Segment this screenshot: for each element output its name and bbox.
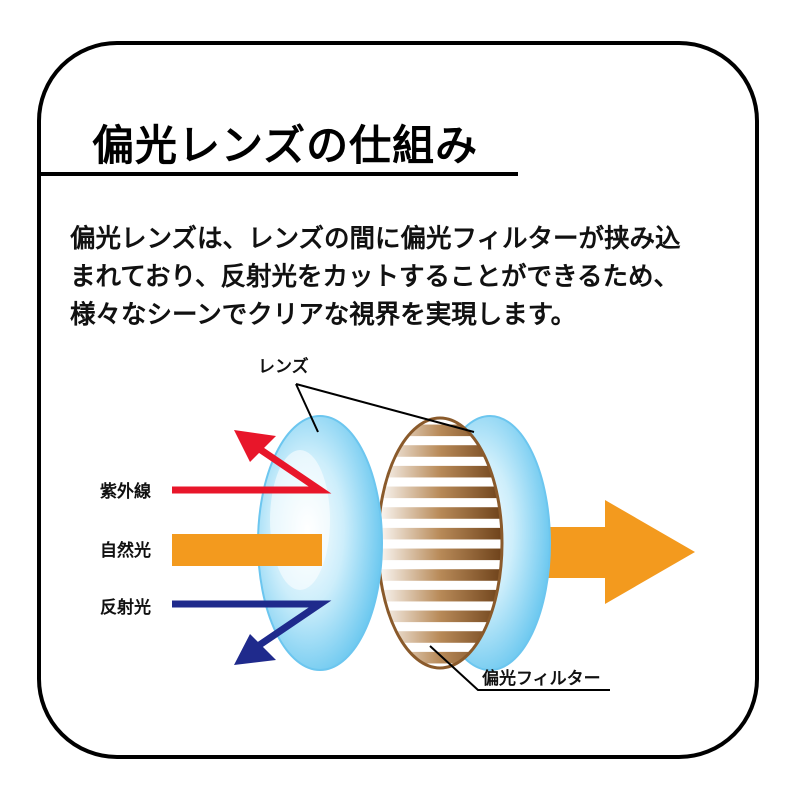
filter-slat (378, 486, 502, 499)
lens-label: レンズ (258, 356, 309, 377)
page-title: 偏光レンズの仕組み (92, 121, 479, 170)
description-line: 様々なシーンでクリアな視界を実現します。 (70, 300, 577, 330)
filter-slat (378, 527, 502, 540)
filter-label: 偏光フィルター (482, 668, 601, 689)
output-light-arrow (520, 500, 695, 604)
lens-leader-line (295, 383, 475, 433)
filter-slat (378, 589, 502, 602)
filter-slat (378, 445, 502, 457)
filter-slat (378, 651, 502, 664)
filter-leader-line (429, 645, 610, 691)
rounded-frame (37, 41, 759, 759)
description-line: 偏光レンズは、レンズの間に偏光フィルターが挟み込 (70, 224, 681, 254)
filter-slat (378, 507, 502, 519)
uv-label: 紫外線 (100, 481, 151, 502)
natural-light-label: 自然光 (100, 540, 151, 561)
filter-slat (378, 610, 502, 623)
uv-ray-arrow (172, 445, 332, 494)
reflected-light-label: 反射光 (100, 597, 151, 618)
natural-light-bar (172, 534, 322, 566)
filter-slat (378, 424, 502, 437)
reflected-ray-arrow (172, 600, 332, 649)
filter-slat (378, 569, 502, 581)
filter-slat (378, 465, 502, 478)
polarizing-filter (378, 418, 502, 668)
description-line: まれており、反射光をカットすることができるため、 (70, 262, 679, 292)
filter-slat (378, 548, 502, 561)
filter-slat (378, 631, 502, 643)
title-underline (37, 172, 518, 176)
description: 偏光レンズは、レンズの間に偏光フィルターが挟み込 まれており、反射光をカットする… (70, 220, 770, 334)
lens-leader-line (295, 383, 319, 433)
